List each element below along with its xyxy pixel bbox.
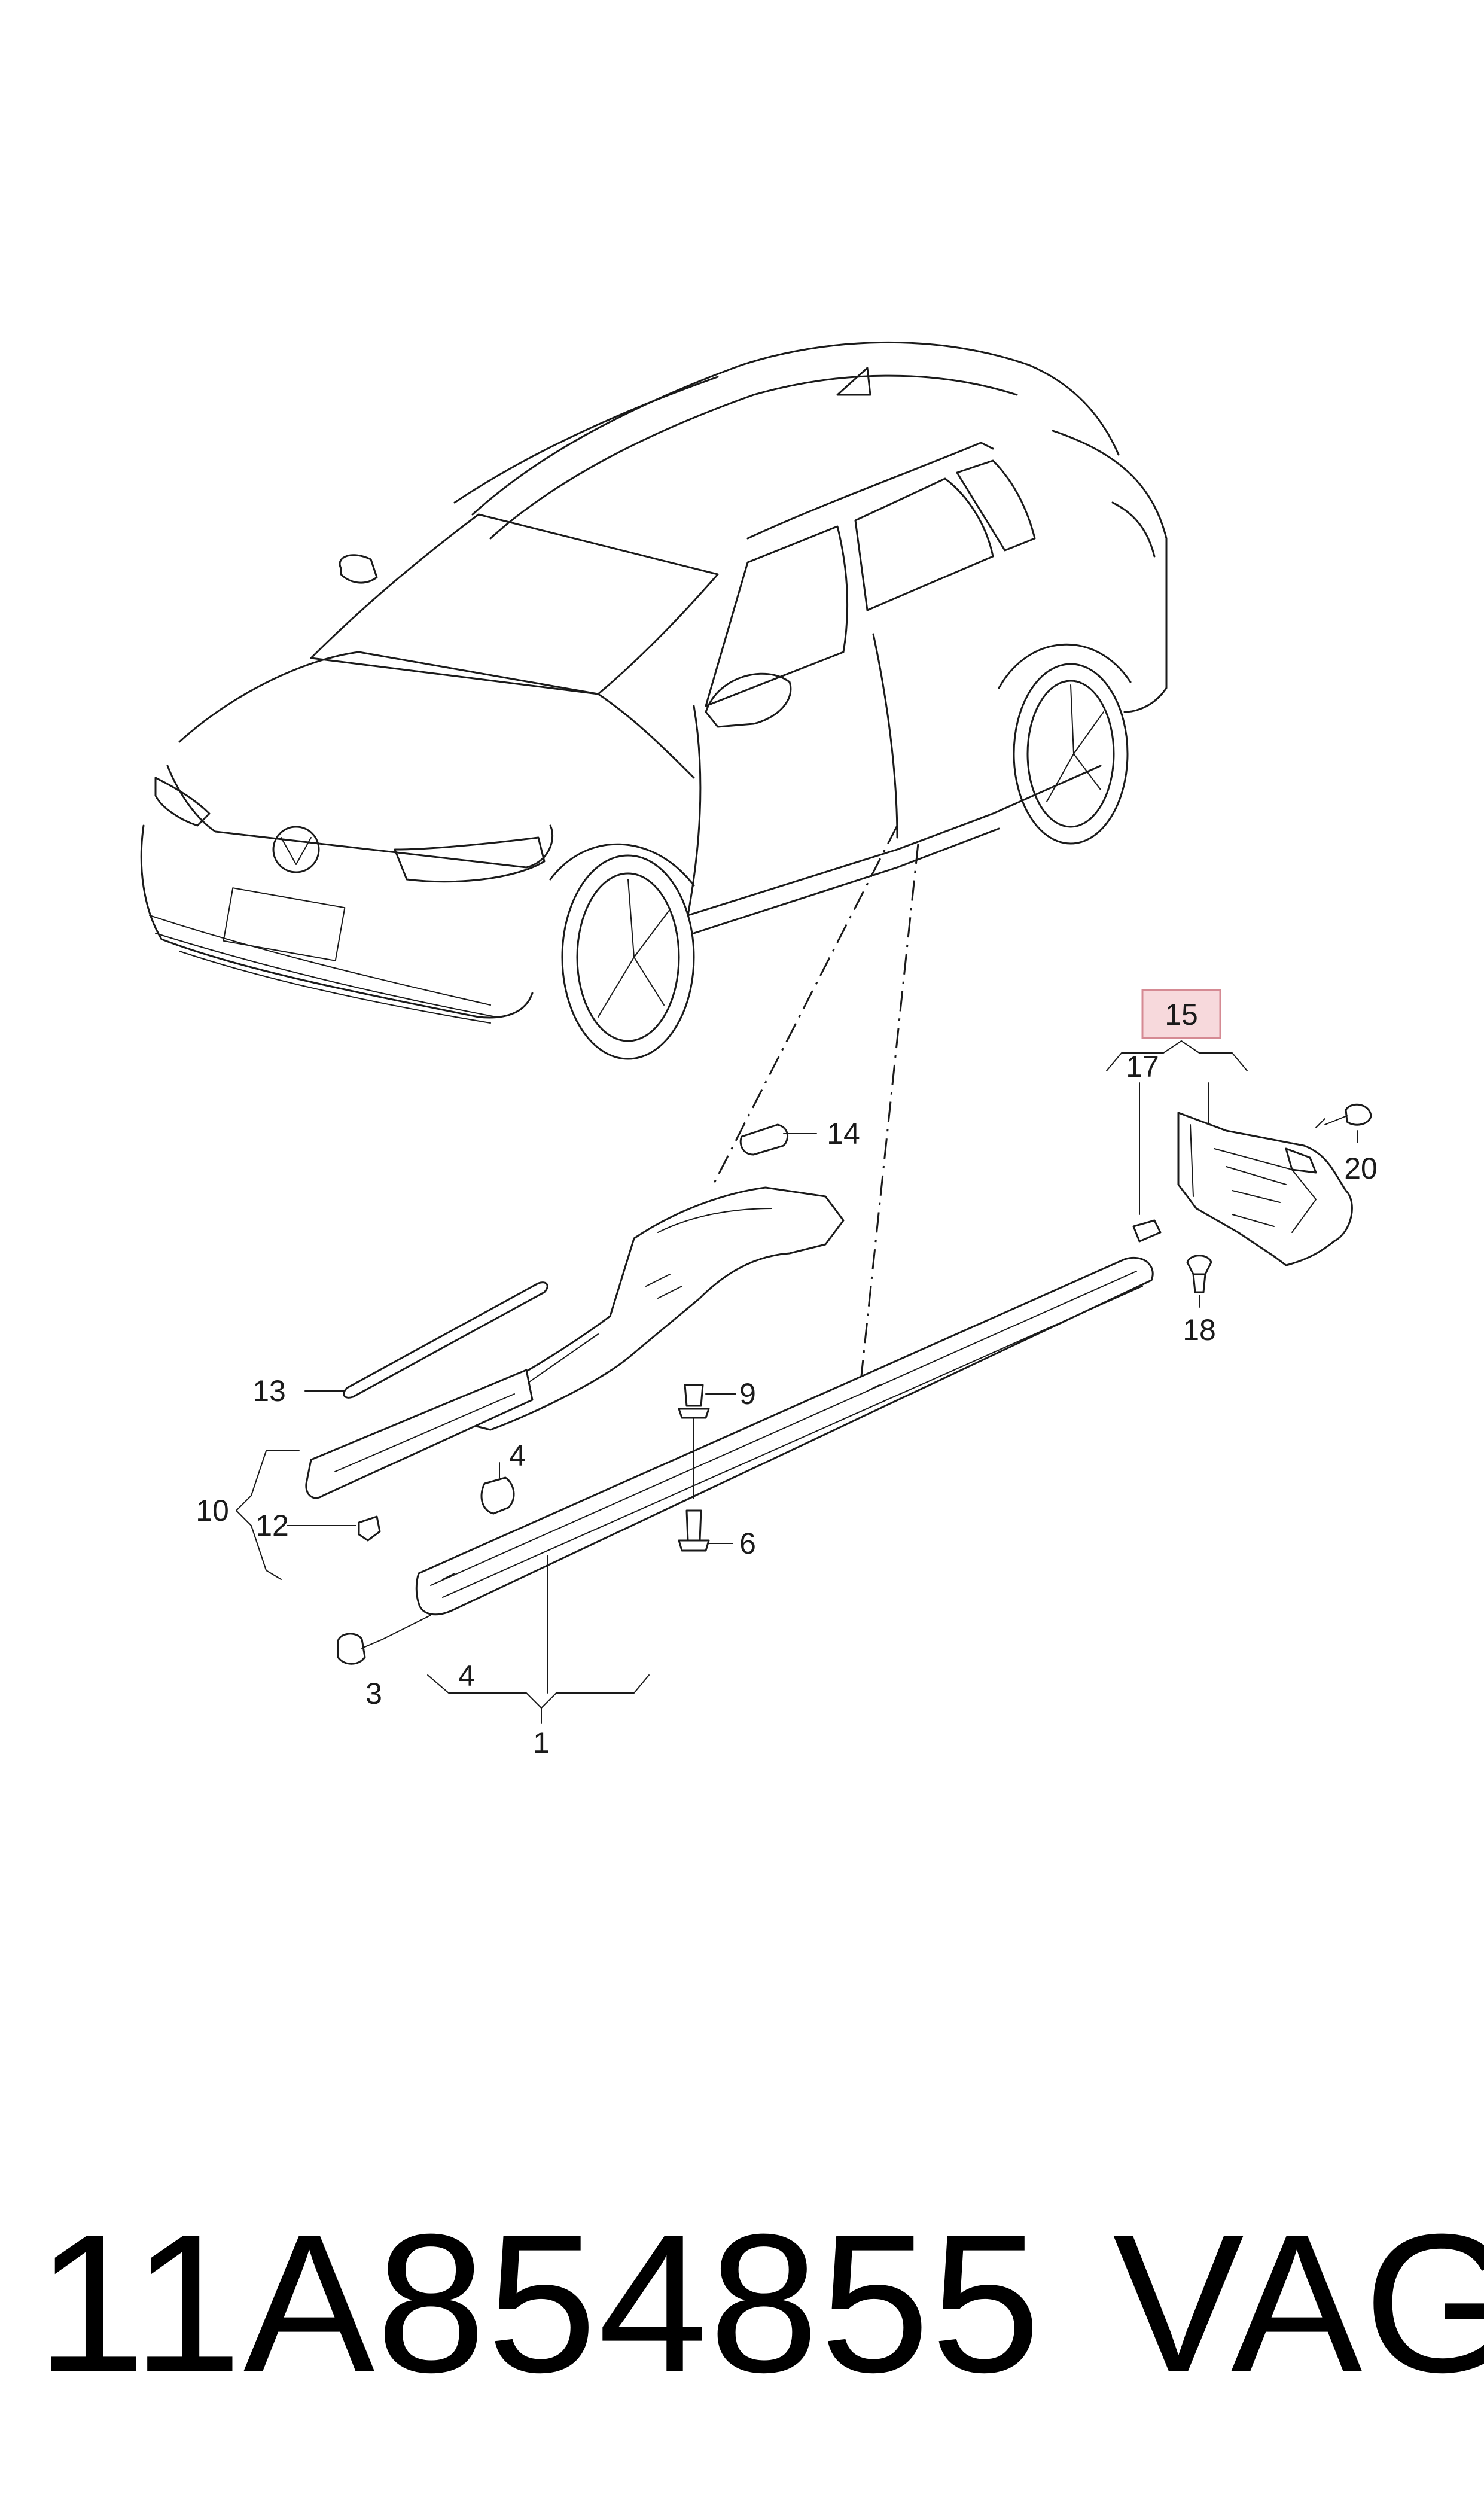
callout-4-clip: 4 xyxy=(509,1439,526,1472)
tread-plate-part-10 xyxy=(305,1369,534,1499)
callout-15: 15 xyxy=(1165,998,1198,1031)
vehicle-illustration xyxy=(140,341,1168,1060)
callout-3: 3 xyxy=(365,1677,382,1710)
screw-part-6 xyxy=(678,1509,710,1552)
callout-9: 9 xyxy=(739,1377,756,1411)
callout-18: 18 xyxy=(1183,1313,1216,1347)
callout-14: 14 xyxy=(827,1117,860,1150)
screw-part-3 xyxy=(337,1633,383,1665)
callout-bracket-1 xyxy=(427,1555,650,1724)
callout-4-bracket: 4 xyxy=(458,1659,475,1692)
callout-highlight-15 xyxy=(1141,989,1221,1039)
leader-line-sill xyxy=(860,843,919,1377)
trim-strip-part-13 xyxy=(343,1281,548,1399)
callout-17: 17 xyxy=(1126,1050,1159,1083)
clip-part-17 xyxy=(1132,1219,1162,1243)
callout-20: 20 xyxy=(1344,1152,1378,1185)
clip-part-14 xyxy=(739,1123,789,1156)
screw-part-20 xyxy=(1315,1103,1372,1128)
callout-6: 6 xyxy=(739,1527,756,1560)
callout-12: 12 xyxy=(255,1509,289,1542)
callout-bracket-10 xyxy=(236,1450,300,1580)
part-number: 11A854855 xyxy=(36,2193,1042,2413)
brand-name: VAG xyxy=(1113,2193,1484,2413)
screw-part-18 xyxy=(1186,1255,1212,1293)
callout-13: 13 xyxy=(252,1374,286,1408)
rear-trim-bracket-part-15 xyxy=(1177,1112,1353,1266)
leader-line-3 xyxy=(382,1615,431,1640)
callout-bracket-15 xyxy=(1106,1040,1248,1215)
sill-panel-part-1 xyxy=(415,1256,1154,1616)
leader-line-trim xyxy=(711,825,898,1188)
callout-1: 1 xyxy=(533,1726,550,1759)
clip-part-12 xyxy=(358,1515,381,1542)
callout-10: 10 xyxy=(196,1494,229,1527)
footer: 11A854855 VAG xyxy=(36,2178,1484,2465)
clip-part-4 xyxy=(480,1476,515,1515)
screw-part-9 xyxy=(678,1384,710,1433)
